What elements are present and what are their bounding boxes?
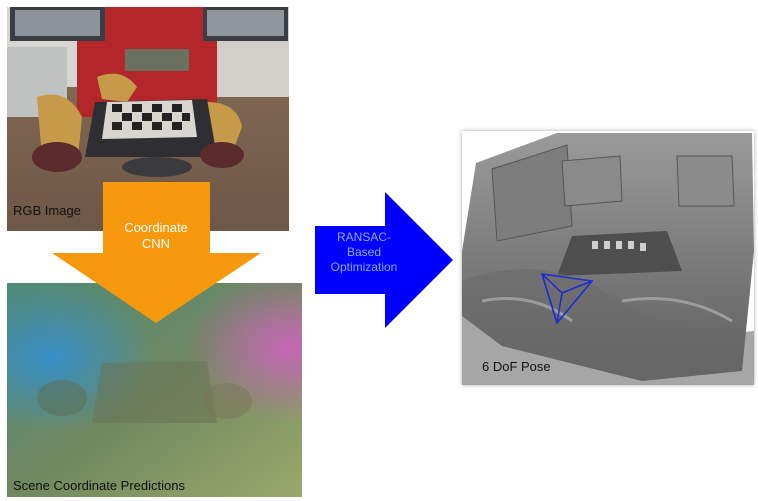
ransac-arrow — [315, 192, 453, 328]
coordinate-cnn-arrow — [52, 182, 261, 323]
scene-coordinate-map — [7, 283, 302, 497]
rgb-image-label: RGB Image — [13, 203, 81, 218]
camera-pose-frustum — [540, 273, 594, 325]
rgb-image-panel: RGB Image — [7, 7, 289, 231]
scene-coordinate-label: Scene Coordinate Predictions — [13, 478, 185, 493]
scene-reconstruction — [462, 131, 754, 385]
rgb-image — [7, 7, 289, 231]
ransac-label-line1: RANSAC- — [336, 230, 391, 244]
scene-coordinate-panel: Scene Coordinate Predictions — [7, 283, 302, 497]
ransac-label-line2: Based — [346, 245, 382, 259]
coordinate-cnn-label-line2: CNN — [141, 236, 171, 251]
ransac-label-line3: Optimization — [330, 260, 398, 274]
pose-render-panel: 6 DoF Pose — [462, 131, 754, 385]
coordinate-cnn-label-line1: Coordinate — [124, 220, 188, 235]
pose-label: 6 DoF Pose — [482, 359, 551, 374]
ransac-label: RANSAC- Based Optimization — [318, 230, 410, 275]
coordinate-cnn-label: Coordinate CNN — [100, 220, 212, 252]
